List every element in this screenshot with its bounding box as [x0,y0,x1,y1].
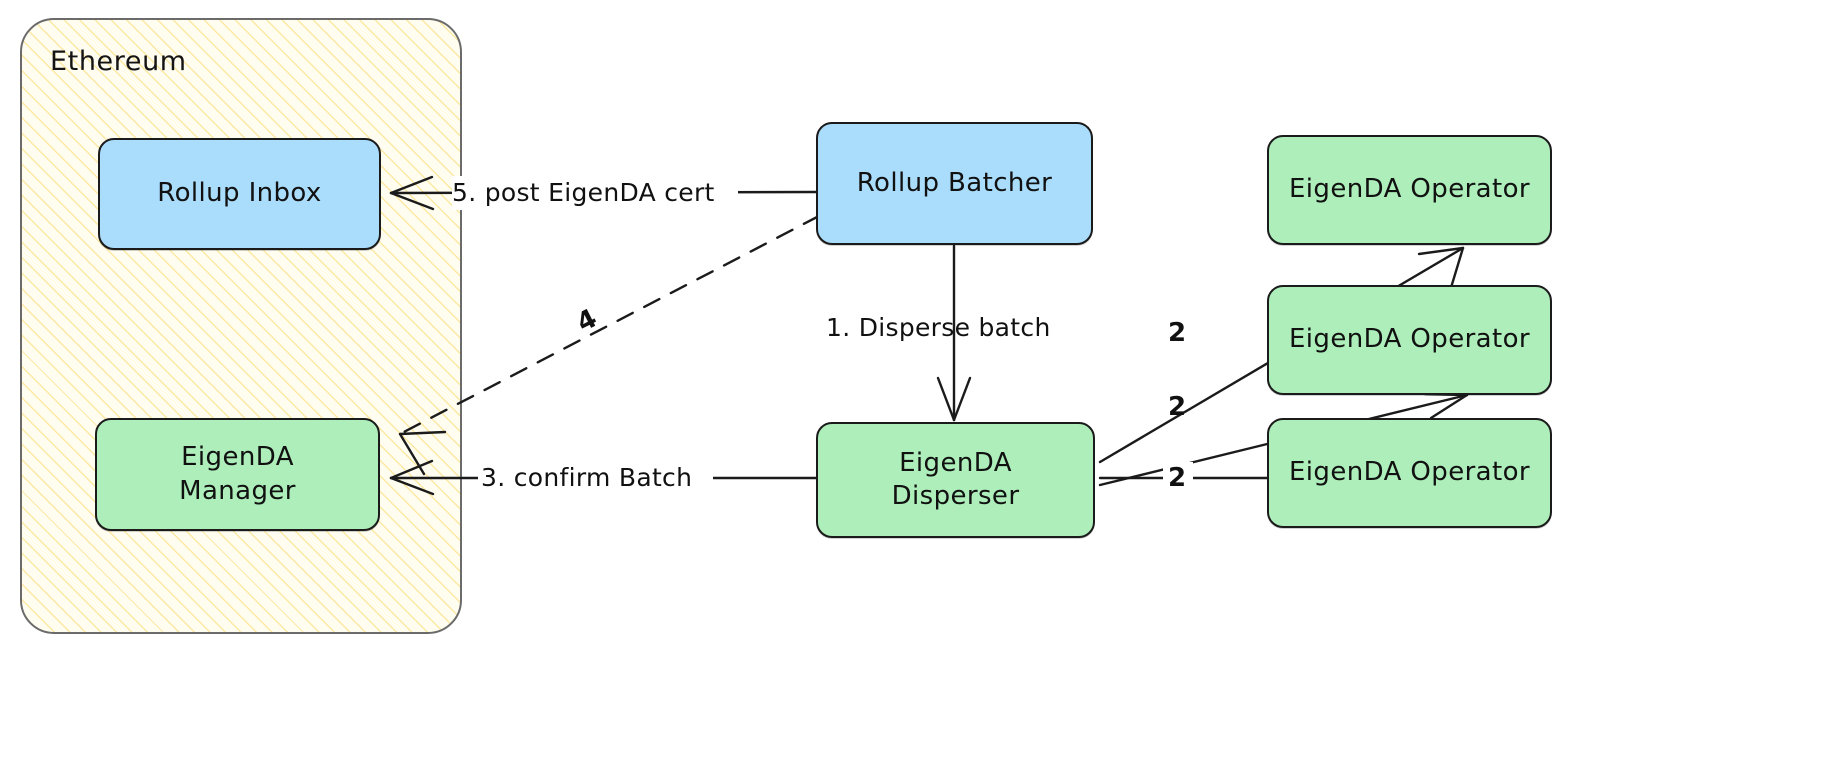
edge-label-2-operator-2: 2 [1168,392,1187,422]
label-mask-2c [1163,462,1193,496]
node-eigenda-operator-3[interactable]: EigenDA Operator [1267,418,1552,528]
edge-label-disperse-batch: 1. Disperse batch [826,313,1051,342]
cluster-ethereum-label: Ethereum [50,46,187,77]
label-mask-5 [452,176,738,210]
edge-label-confirm-batch: 3. confirm Batch [481,463,693,492]
node-eigenda-disperser[interactable]: EigenDA Disperser [816,422,1095,538]
edge-label-2-operator-3: 2 [1168,463,1187,493]
node-eigenda-operator-2[interactable]: EigenDA Operator [1267,285,1552,395]
edge-label-post-eigenda-cert: 5. post EigenDA cert [452,178,715,207]
node-eigenda-manager[interactable]: EigenDA Manager [95,418,380,531]
cluster-ethereum [20,18,462,634]
edge-batcher-to-manager-path [398,214,821,476]
label-mask-3 [478,461,713,495]
node-eigenda-operator-1[interactable]: EigenDA Operator [1267,135,1552,245]
edge-label-2-operator-1: 2 [1168,318,1187,348]
edge-label-4: 4 [572,303,603,339]
node-rollup-batcher[interactable]: Rollup Batcher [816,122,1093,245]
node-rollup-inbox[interactable]: Rollup Inbox [98,138,381,250]
